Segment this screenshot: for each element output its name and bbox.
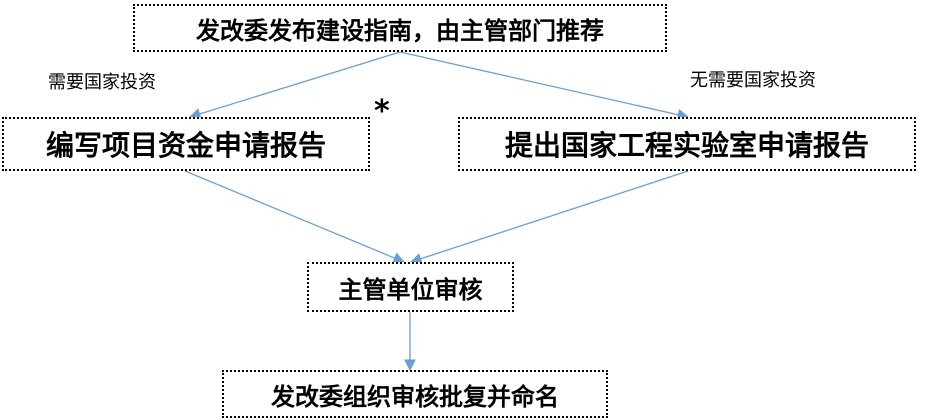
edge-label-no-investment: 无需要国家投资: [690, 70, 816, 91]
node-authority-review-label: 主管单位审核: [338, 275, 483, 304]
asterisk-marker: *: [374, 94, 390, 129]
arrow-top-to-right: [399, 51, 690, 121]
node-fund-application-report: 编写项目资金申请报告: [2, 117, 370, 171]
edge-label-needs-investment: 需要国家投资: [48, 72, 156, 93]
node-publish-guide: 发改委发布建设指南，由主管部门推荐: [133, 4, 667, 52]
node-publish-guide-label: 发改委发布建设指南，由主管部门推荐: [196, 16, 604, 45]
arrow-right-to-review: [409, 170, 689, 265]
node-final-approval-label: 发改委组织审核批复并命名: [271, 382, 559, 411]
node-authority-review: 主管单位审核: [307, 262, 514, 312]
node-lab-application-report-label: 提出国家工程实验室申请报告: [504, 129, 869, 162]
arrow-left-to-review: [184, 170, 406, 264]
arrow-top-to-left: [188, 51, 401, 120]
node-final-approval: 发改委组织审核批复并命名: [222, 370, 608, 418]
node-lab-application-report: 提出国家工程实验室申请报告: [458, 117, 916, 171]
node-fund-application-report-label: 编写项目资金申请报告: [45, 129, 326, 162]
